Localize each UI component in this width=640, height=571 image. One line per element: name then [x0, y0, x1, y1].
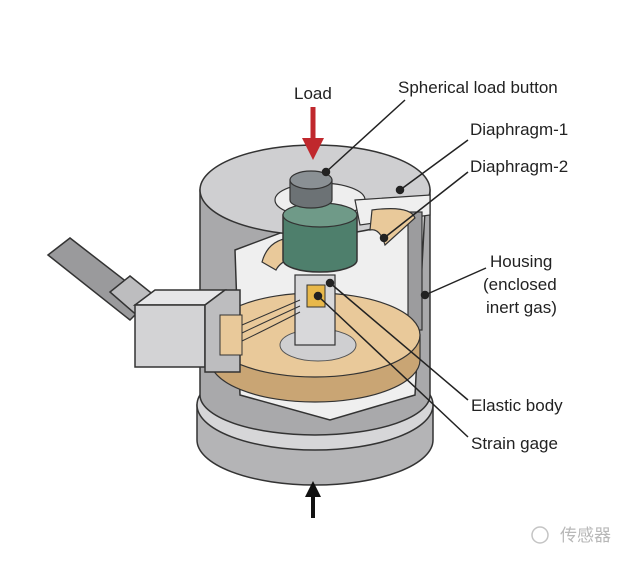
watermark: 传感器 — [531, 526, 611, 546]
spherical-load-button — [282, 170, 358, 273]
label-housing: Housing — [490, 252, 552, 271]
label-strain-gage: Strain gage — [471, 434, 558, 453]
load-arrow — [302, 107, 324, 160]
label-elastic-body: Elastic body — [471, 396, 563, 415]
connector-box — [132, 289, 301, 373]
wechat-icon — [531, 526, 549, 544]
reaction-arrow — [305, 481, 321, 518]
label-spherical-load-button: Spherical load button — [398, 78, 558, 97]
label-load: Load — [294, 84, 332, 103]
leader-lines — [313, 99, 487, 438]
label-diaphragm-1: Diaphragm-1 — [470, 120, 568, 139]
label-housing-inert-gas: inert gas) — [486, 298, 557, 317]
label-diaphragm-2: Diaphragm-2 — [470, 157, 568, 176]
label-housing-enclosed: (enclosed — [483, 275, 557, 294]
watermark-text: 传感器 — [560, 526, 611, 546]
